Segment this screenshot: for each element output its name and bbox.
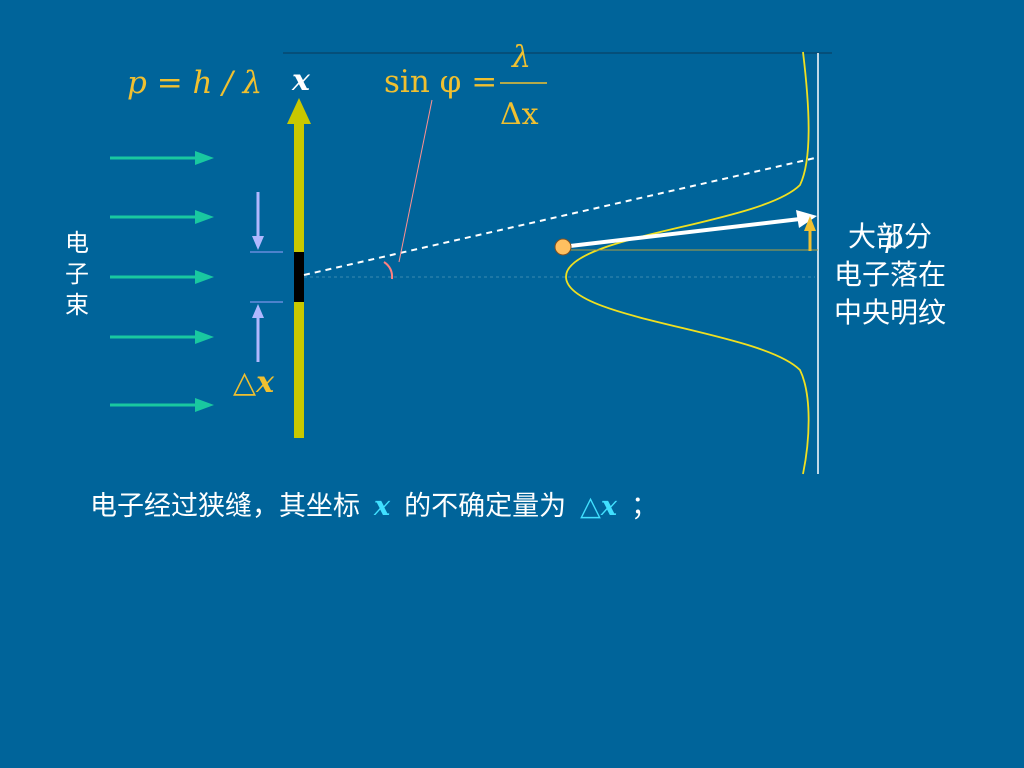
angle-arc <box>383 261 394 280</box>
beam-label-char: 子 <box>65 260 89 288</box>
central-fringe-note: 大部分 电子落在 中央明纹 <box>820 218 960 332</box>
arrow-down-icon <box>252 236 264 250</box>
caption-part-1: 电子经过狭缝，其坐标 <box>90 491 360 522</box>
momentum-formula: p = h / λ <box>127 65 262 101</box>
note-line-3: 中央明纹 <box>833 296 946 329</box>
slit-screen <box>287 98 311 438</box>
intensity-curve <box>565 51 810 475</box>
incoming-beam-arrows <box>110 151 214 412</box>
beam-label-char: 电 <box>65 229 89 257</box>
note-line-2: 电子落在 <box>833 258 946 291</box>
note-line-1: 大部分 <box>847 220 932 253</box>
slit-width-bracket <box>250 192 283 362</box>
sin-formula-lhs: sin φ = <box>384 64 497 100</box>
momentum-vector <box>569 210 817 248</box>
diffraction-line <box>303 157 816 276</box>
arrow-right-icon <box>195 210 214 224</box>
arrow-up-icon <box>804 216 816 231</box>
arrow-right-icon <box>195 398 214 412</box>
slit-width-label: △x <box>233 365 275 400</box>
caption-part-2: 的不确定量为 <box>404 491 567 522</box>
arrow-right-icon <box>195 270 214 284</box>
momentum-arrow-shaft <box>569 217 801 248</box>
axis-arrow-head-icon <box>287 98 311 124</box>
momentum-vector-label: p <box>884 221 902 254</box>
arrow-right-icon <box>195 330 214 344</box>
sin-formula-denominator: Δx <box>500 97 539 132</box>
arrow-right-icon <box>195 151 214 165</box>
arrow-icon <box>796 210 817 228</box>
sin-formula-numerator: λ <box>511 40 531 75</box>
axis-label-x: x <box>291 63 311 98</box>
caption-var-x: x <box>374 491 391 522</box>
slit-opening <box>294 252 304 302</box>
arrow-up-icon <box>252 304 264 318</box>
dot-icon <box>554 238 572 256</box>
vertical-component-arrow <box>804 216 816 251</box>
beam-label: 电 子 束 <box>62 228 92 321</box>
caption-part-3: ； <box>630 491 658 522</box>
caption-var-dx: △x <box>580 491 617 522</box>
beam-label-char: 束 <box>65 291 89 319</box>
formula-pointer-line <box>398 99 433 263</box>
caption: 电子经过狭缝，其坐标 x 的不确定量为 △x ； <box>90 484 658 523</box>
